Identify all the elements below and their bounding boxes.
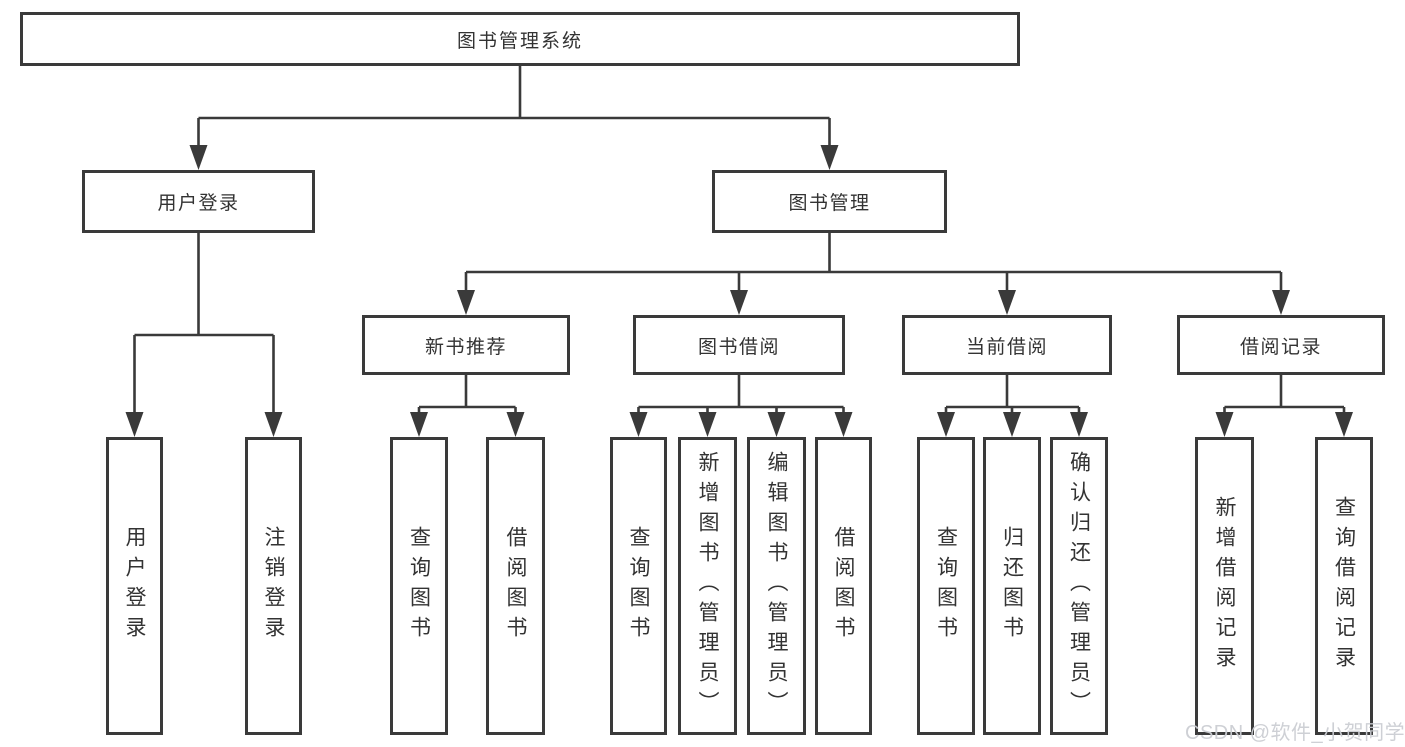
node-leaf-query-books-recommend: 查询图书 <box>390 437 448 735</box>
node-label: 借阅图书 <box>504 526 527 646</box>
node-label: 编辑图书（管理员） <box>765 451 788 721</box>
node-label: 借阅记录 <box>1239 336 1322 358</box>
node-borrow-records: 借阅记录 <box>1177 315 1385 375</box>
node-leaf-user-login: 用户登录 <box>106 437 163 735</box>
node-label: 查询借阅记录 <box>1332 496 1356 676</box>
node-book-management: 图书管理 <box>712 170 947 233</box>
node-current-borrow: 当前借阅 <box>902 315 1112 375</box>
node-leaf-logout: 注销登录 <box>245 437 302 735</box>
csdn-watermark: CSDN @软件_小贺同学 <box>1185 722 1405 744</box>
node-label: 当前借阅 <box>965 336 1048 358</box>
node-new-book-recommend: 新书推荐 <box>362 315 570 375</box>
node-leaf-return-books: 归还图书 <box>983 437 1041 735</box>
node-label: 确认归还（管理员） <box>1067 451 1091 721</box>
node-label: 查询图书 <box>627 526 650 646</box>
arrowheads <box>125 145 1353 437</box>
node-label: 新书推荐 <box>424 336 507 358</box>
node-label: 借阅图书 <box>832 526 855 646</box>
node-label: 查询图书 <box>407 526 431 646</box>
node-book-borrow: 图书借阅 <box>633 315 845 375</box>
node-label: 图书借阅 <box>697 336 780 358</box>
node-label: 新增借阅记录 <box>1213 496 1236 676</box>
node-leaf-edit-books-admin: 编辑图书（管理员） <box>747 437 806 735</box>
node-user-login: 用户登录 <box>82 170 315 233</box>
node-label: 图书管理 <box>788 193 871 214</box>
node-label: 图书管理系统 <box>456 30 583 52</box>
node-leaf-confirm-return-admin: 确认归还（管理员） <box>1050 437 1108 735</box>
node-leaf-query-books-borrow: 查询图书 <box>610 437 667 735</box>
node-leaf-borrow-books: 借阅图书 <box>815 437 872 735</box>
node-label: 新增图书（管理员） <box>696 451 719 721</box>
node-leaf-query-borrow-record: 查询借阅记录 <box>1315 437 1373 735</box>
node-leaf-query-books-current: 查询图书 <box>917 437 975 735</box>
node-label: 用户登录 <box>123 526 146 646</box>
node-root-library-system: 图书管理系统 <box>20 12 1020 66</box>
node-leaf-add-books-admin: 新增图书（管理员） <box>678 437 737 735</box>
node-leaf-add-borrow-record: 新增借阅记录 <box>1195 437 1254 735</box>
node-leaf-borrow-books-recommend: 借阅图书 <box>486 437 545 735</box>
node-label: 查询图书 <box>934 526 958 646</box>
node-label: 注销登录 <box>262 526 285 646</box>
node-label: 归还图书 <box>1000 526 1024 646</box>
node-label: 用户登录 <box>157 193 240 214</box>
